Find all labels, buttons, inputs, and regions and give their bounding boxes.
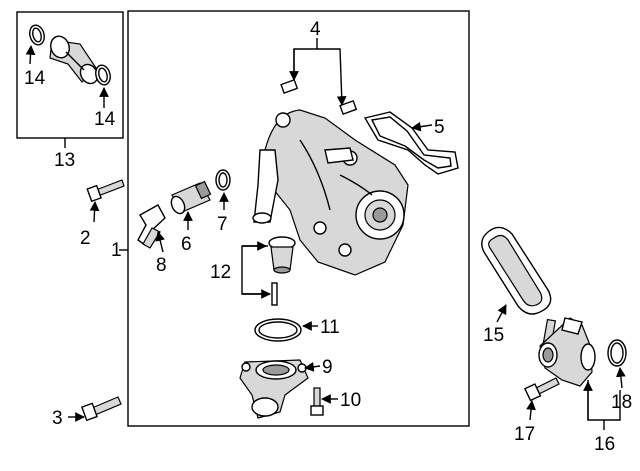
bolt-part-17	[524, 377, 560, 402]
gasket-part-5	[363, 111, 459, 175]
callout-5: 5	[434, 117, 445, 138]
callout-15: 15	[483, 325, 504, 346]
callout-4: 4	[310, 19, 321, 40]
dowel-pin-part-4a	[280, 78, 299, 94]
drive-belt-part-15	[481, 226, 552, 315]
callout-2: 2	[80, 228, 91, 249]
hose-kit-frame	[16, 11, 124, 139]
o-ring-part-7	[215, 169, 231, 191]
callout-18: 18	[611, 392, 632, 413]
bolt-part-10	[310, 387, 324, 416]
bolt-part-2	[86, 179, 125, 203]
callout-8: 8	[156, 255, 167, 276]
bolt-part-3	[81, 396, 122, 422]
main-assembly-frame	[127, 10, 470, 427]
callout-13: 13	[54, 150, 75, 171]
thermostat-housing-part-9	[239, 359, 309, 419]
callout-10: 10	[340, 390, 361, 411]
o-ring-part-14a	[29, 24, 45, 46]
callout-1: 1	[111, 240, 122, 261]
callout-11: 11	[320, 317, 340, 338]
callout-14b: 14	[94, 109, 116, 130]
hose-connector-part	[49, 35, 99, 85]
callout-17: 17	[514, 424, 535, 445]
o-ring-part-18	[607, 339, 627, 367]
sensor-part-6	[170, 180, 212, 215]
thermostat-part-12	[268, 236, 296, 306]
o-ring-part-11	[254, 318, 302, 342]
callout-12: 12	[210, 262, 231, 283]
callout-16: 16	[594, 434, 615, 455]
o-ring-part-14b	[95, 64, 111, 86]
callout-3: 3	[52, 408, 63, 429]
coolant-flange-part-16	[538, 317, 596, 387]
callout-6: 6	[181, 234, 192, 255]
callout-9: 9	[322, 357, 333, 378]
water-pump-housing	[252, 109, 409, 276]
callout-7: 7	[217, 214, 228, 235]
callout-14a: 14	[24, 68, 46, 89]
